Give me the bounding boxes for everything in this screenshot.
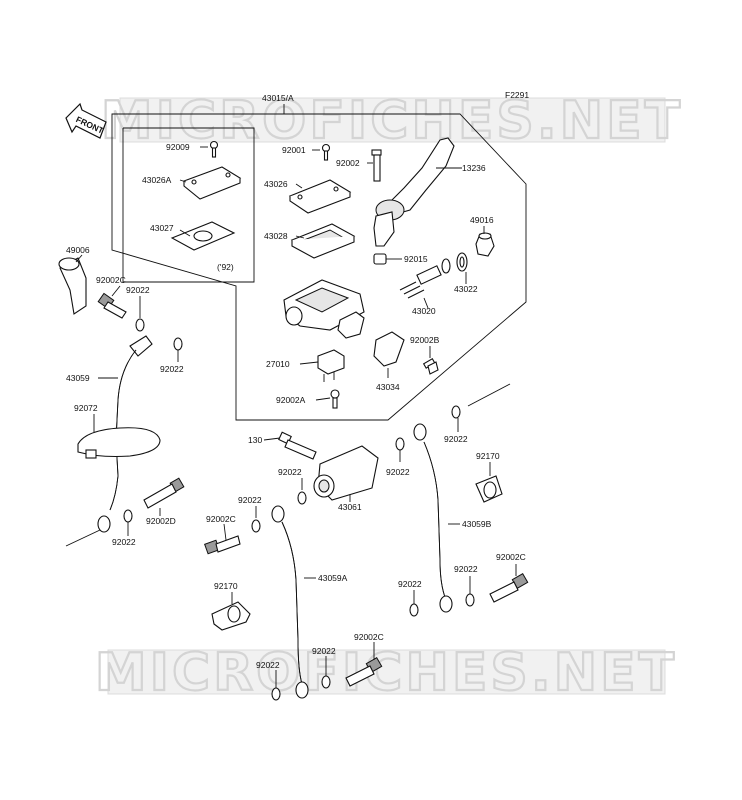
part-label: 92002C [496,552,526,562]
pivot-bolt-92002-icon [371,149,382,182]
screw-92009-icon [209,140,219,158]
part-label: 27010 [266,359,290,369]
screw-92002a-icon [330,389,340,409]
washer-icon [251,519,261,533]
brake-lever-icon [373,137,455,247]
part-label: 92002A [276,395,306,405]
brake-switch-icon [317,349,345,382]
washer-icon [409,603,419,617]
washer-icon [321,675,331,689]
hose-clamp-92170-right-icon [475,475,503,503]
part-label: 92022 [112,537,136,547]
piston-kit-icon [399,258,451,299]
part-label: 92002B [410,335,440,345]
group-label: 43015/A [262,93,294,103]
clamp-holder-icon [373,331,405,367]
part-label: 43059 [66,373,90,383]
part-label: 43028 [264,231,288,241]
part-label: 92022 [278,467,302,477]
group-outline [111,104,527,421]
part-label: 92001 [282,145,306,155]
circlip-43022-icon [456,252,468,272]
hose-clamp-92170-left-icon [211,601,251,631]
part-label: 92022 [454,564,478,574]
part-label: 92022 [398,579,422,589]
watermark-top: MICROFICHES.NET [100,90,683,152]
part-label: 43026 [264,179,288,189]
washer-icon [135,318,145,332]
nut-92015-icon [373,253,387,265]
reservoir-cap-inset-icon [182,166,242,200]
banjo-bolt-92002c-right-icon [489,572,529,603]
part-label: 49006 [66,245,90,255]
banjo-bolt-92002c-bottom-icon [345,656,383,687]
diaphragm-icon [290,223,356,259]
part-label: 92072 [74,403,98,413]
part-label: 92022 [126,285,150,295]
part-label: 92022 [160,364,184,374]
master-cylinder-body-icon [283,279,365,339]
cap-49006-icon [58,257,87,315]
svg-text:MICROFICHES.NET: MICROFICHES.NET [95,643,677,703]
washer-icon [271,687,281,701]
watermark-bottom: MICROFICHES.NET [94,642,677,704]
brake-joint-icon [313,445,379,501]
svg-text:MICROFICHES.NET: MICROFICHES.NET [101,91,683,151]
brake-hose-43059b-icon [413,423,453,613]
reservoir-cap-icon [288,179,352,214]
banjo-bolt-92002c-top-icon [97,292,127,319]
part-label: 92170 [214,581,238,591]
part-label: 92015 [404,254,428,264]
washer-icon [451,405,461,419]
washer-icon [395,437,405,451]
part-label: 43059B [462,519,492,529]
part-label: 92022 [256,660,280,670]
banjo-bolt-92002c-mid-icon [204,535,241,555]
leader-lines [75,146,517,688]
hose-clamp-band-icon [77,427,161,459]
part-label: 92002C [206,514,236,524]
boot-49016-icon [475,232,495,257]
part-label: 49016 [470,215,494,225]
washer-icon [173,337,183,351]
figure-code: F2291 [505,90,529,100]
washer-icon [297,491,307,505]
part-label: 92022 [386,467,410,477]
washer-icon [465,593,475,607]
inset-year-note: ('92) [217,262,234,272]
part-label: 43034 [376,382,400,392]
part-label: 43061 [338,502,362,512]
part-label: 43027 [150,223,174,233]
part-label: 43020 [412,306,436,316]
part-label: 13236 [462,163,486,173]
bolt-130-icon [278,431,317,460]
brake-hose-43059a-icon [271,505,309,699]
washer-icon [123,509,133,523]
part-label: 92022 [312,646,336,656]
part-label: 92002D [146,516,176,526]
part-label: 92002C [354,632,384,642]
diaphragm-plate-inset-icon [170,221,236,251]
bolt-92002b-icon [422,358,439,375]
part-label: 92009 [166,142,190,152]
part-label: 92170 [476,451,500,461]
part-label: 43026A [142,175,172,185]
part-label: 43059A [318,573,348,583]
part-label: 92002 [336,158,360,168]
part-label: 92002C [96,275,126,285]
screw-92001-icon [321,143,331,161]
bolt-92002d-icon [143,477,185,509]
part-label: 130 [248,435,262,445]
part-label: 92022 [444,434,468,444]
brake-hose-43059-icon [97,335,153,533]
part-label: 92022 [238,495,262,505]
part-label: 43022 [454,284,478,294]
